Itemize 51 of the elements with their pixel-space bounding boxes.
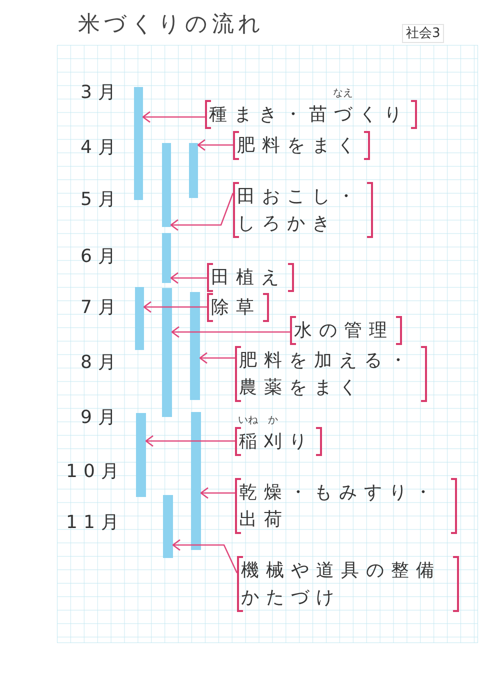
task-text: 稲刈り <box>239 430 314 454</box>
bracket-box <box>235 478 457 534</box>
arrow <box>145 435 235 447</box>
arrow <box>171 326 290 338</box>
month-label: 11月 <box>66 512 122 534</box>
furigana: なえ <box>333 88 353 99</box>
month-label: 4月 <box>80 137 122 159</box>
bracket-box <box>290 316 402 345</box>
timeline-bar <box>134 87 143 200</box>
month-label: 10月 <box>66 461 122 483</box>
subject-tag: 社会3 <box>402 24 444 43</box>
furigana: か <box>268 415 278 426</box>
timeline-bar <box>135 287 144 350</box>
month-label: 6月 <box>80 246 122 268</box>
task-text: 肥料をまく <box>237 134 362 158</box>
arrow <box>170 192 234 231</box>
month-label: 3月 <box>80 82 122 104</box>
task-text: 肥料を加える・農薬をまく <box>239 349 415 400</box>
timeline-bar <box>162 143 171 227</box>
arrow <box>200 487 235 499</box>
month-label: 8月 <box>80 352 122 374</box>
arrow <box>199 352 235 364</box>
task-text: 田植え <box>211 266 286 290</box>
timeline-bar <box>191 412 201 550</box>
bracket-box <box>235 346 427 402</box>
timeline-bar <box>136 413 146 497</box>
task-text: 乾燥・もみすり・出荷 <box>239 481 440 532</box>
arrow <box>143 301 207 313</box>
bracket-box <box>233 131 370 160</box>
arrow <box>197 139 233 151</box>
bracket-box <box>207 263 294 292</box>
timeline-bar <box>190 292 200 400</box>
title: 米づくりの流れ <box>78 11 265 39</box>
arrow <box>142 111 205 123</box>
bracket-box <box>237 556 459 612</box>
timeline-bar <box>189 143 198 198</box>
task-text: 機械や道具の整備かたづけ <box>241 559 442 610</box>
month-label: 7月 <box>80 297 122 319</box>
task-text: 種まき・苗づくり <box>209 103 409 127</box>
task-text: 水の管理 <box>294 319 394 343</box>
timeline-bar <box>163 495 173 558</box>
timeline-bar <box>162 233 171 283</box>
arrow <box>170 272 207 284</box>
bracket-box <box>233 182 373 238</box>
task-text: 田おこし・しろかき <box>237 185 363 236</box>
bracket-box <box>207 293 269 322</box>
furigana: いね <box>238 415 258 426</box>
timeline-bar <box>162 288 172 417</box>
month-label: 5月 <box>80 189 122 211</box>
task-text: 除草 <box>211 296 261 320</box>
month-label: 9月 <box>80 407 122 429</box>
